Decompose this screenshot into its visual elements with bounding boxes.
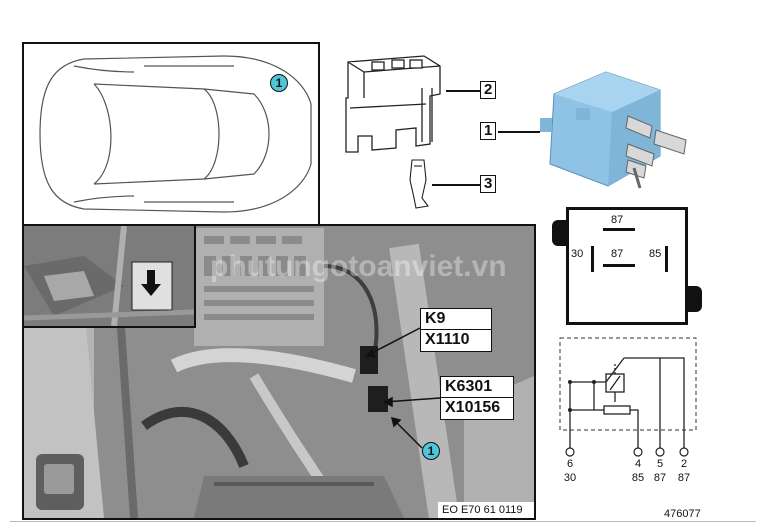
connector-label-k6301: K6301 X10156	[440, 376, 514, 420]
pin-label-left: 30	[571, 248, 584, 260]
blue-relay-image	[540, 71, 687, 189]
pin-label-right: 85	[649, 248, 662, 260]
arrow-down-icon	[141, 270, 161, 296]
connector-code: X10156	[441, 397, 513, 418]
car-topview-icon	[39, 55, 312, 213]
schematic-pin-number: 4	[634, 458, 642, 470]
pin-blade-top	[603, 228, 635, 231]
leader-line-3	[432, 184, 480, 186]
schematic-pin-terminal: 87	[653, 472, 667, 484]
schematic-pin-number: 5	[656, 458, 664, 470]
leader-line-2	[446, 90, 480, 92]
car-location-panel: 1	[22, 42, 320, 226]
relay-socket-drawing	[345, 55, 441, 209]
relay-face-tab-right	[688, 286, 702, 312]
photo-reference-box: EO E70 61 0119	[438, 502, 534, 518]
leader-line-1	[498, 131, 540, 133]
pin-label-center: 87	[611, 248, 624, 260]
pin-blade-left	[591, 246, 594, 272]
connector-code: X1110	[421, 329, 491, 350]
connector-label-k9: K9 X1110	[420, 308, 492, 352]
connector-code: K6301	[445, 378, 493, 395]
pin-blade-center	[603, 264, 635, 267]
pin-blade-right	[665, 246, 668, 272]
connector-code: K9	[425, 310, 446, 327]
relay-pin-face: 87 30 87 85	[566, 207, 688, 325]
installation-photo: phutungotoanviet.vn	[22, 224, 536, 520]
part-callout-2: 2	[480, 81, 497, 99]
bottom-rule	[10, 521, 756, 522]
pin-label-top: 87	[611, 214, 624, 226]
schematic-pin-number: 2	[680, 458, 688, 470]
part-callout-1: 1	[480, 122, 497, 140]
schematic-pin-number: 6	[566, 458, 574, 470]
schematic-pin-terminal: 30	[563, 472, 577, 484]
part-callout-3: 3	[480, 175, 497, 193]
relay-location-callout: 1	[422, 442, 440, 460]
figure-id: 476077	[664, 508, 701, 520]
relay-face-tab-left	[552, 220, 566, 246]
inset-photo	[24, 226, 196, 328]
schematic-pin-terminal: 87	[677, 472, 691, 484]
schematic-pin-terminal: 85	[631, 472, 645, 484]
location-callout-badge: 1	[270, 74, 288, 92]
watermark-text: phutungotoanviet.vn	[210, 250, 507, 283]
relay-schematic	[559, 337, 697, 457]
